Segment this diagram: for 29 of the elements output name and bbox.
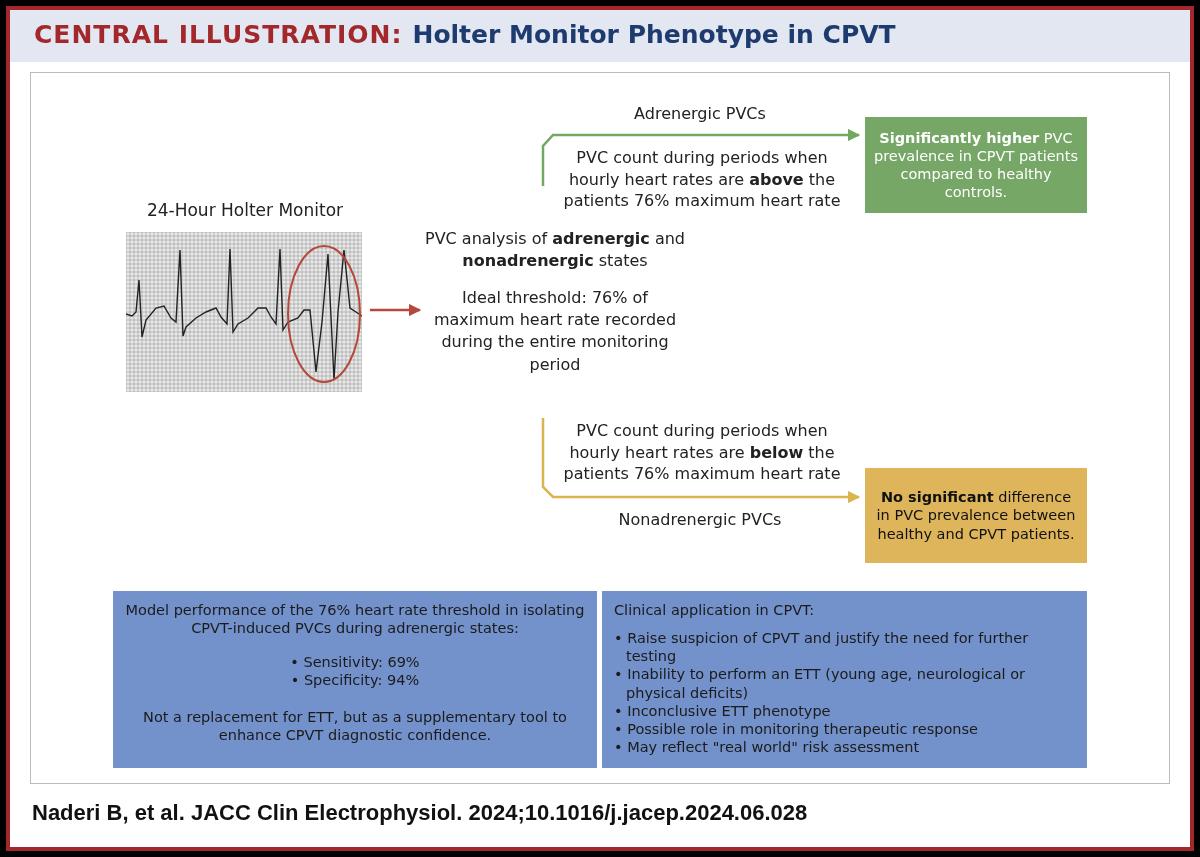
citation: Naderi B, et al. JACC Clin Electrophysiol. 2024;10.1016/j.jacep.2024.06.028	[32, 800, 808, 826]
arrow	[541, 128, 861, 186]
arrow	[370, 303, 422, 317]
bullet-item: • Possible role in monitoring therapeutic response	[614, 719, 979, 738]
info-panel	[602, 591, 1087, 768]
panel-text: Not a replacement for ETT, but as a supplementary tool to enhance CPVT diagnostic confidence.	[142, 707, 568, 744]
edge-label: Adrenergic PVCs	[633, 104, 767, 123]
panel-text: • Specificity: 94%	[289, 671, 421, 690]
panel-text: Clinical application in CPVT:	[614, 601, 816, 620]
result-box	[865, 117, 1087, 213]
bullet-item: • Raise suspicion of CPVT and justify the need for further testing	[614, 629, 1030, 666]
heading-label: CENTRAL ILLUSTRATION:	[34, 20, 403, 49]
bullet-item: • Inconclusive ETT phenotype	[614, 701, 832, 720]
picture-heading: 24-Hour Holter Monitor	[145, 200, 345, 220]
edge-label: Nonadrenergic PVCs	[617, 510, 783, 529]
panel-text: • Sensitivity: 69%	[289, 653, 421, 672]
description-text: PVC count during periods when hourly heart rates are below the patients 76% maximum heart rate	[562, 420, 842, 485]
bullet-item: • Inability to perform an ETT (young age, neurological or physical deficits)	[614, 665, 1027, 702]
title: Holter Monitor Phenotype in CPVT	[412, 20, 896, 49]
arrow	[541, 418, 861, 504]
panel-text: No significant difference in PVC prevalence between healthy and CPVT patients.	[875, 488, 1077, 543]
result-box	[865, 468, 1087, 563]
panel-text: Significantly higher PVC prevalence in CPVT patients compared to healthy controls.	[873, 128, 1079, 202]
description-text: PVC count during periods when hourly heart rates are above the patients 76% maximum heart rate	[562, 147, 842, 212]
panel-text: Model performance of the 76% heart rate threshold in isolating CPVT-induced PVCs during adrenergic states:	[125, 601, 585, 638]
analysis-text: Ideal threshold: 76% of maximum heart rate recorded during the entire monitoring period	[432, 286, 678, 376]
info-panel	[113, 591, 597, 768]
bullet-item: • May reflect "real world" risk assessment	[614, 737, 921, 756]
analysis-text: PVC analysis of adrenergic and nonadrenergic states	[424, 227, 686, 273]
